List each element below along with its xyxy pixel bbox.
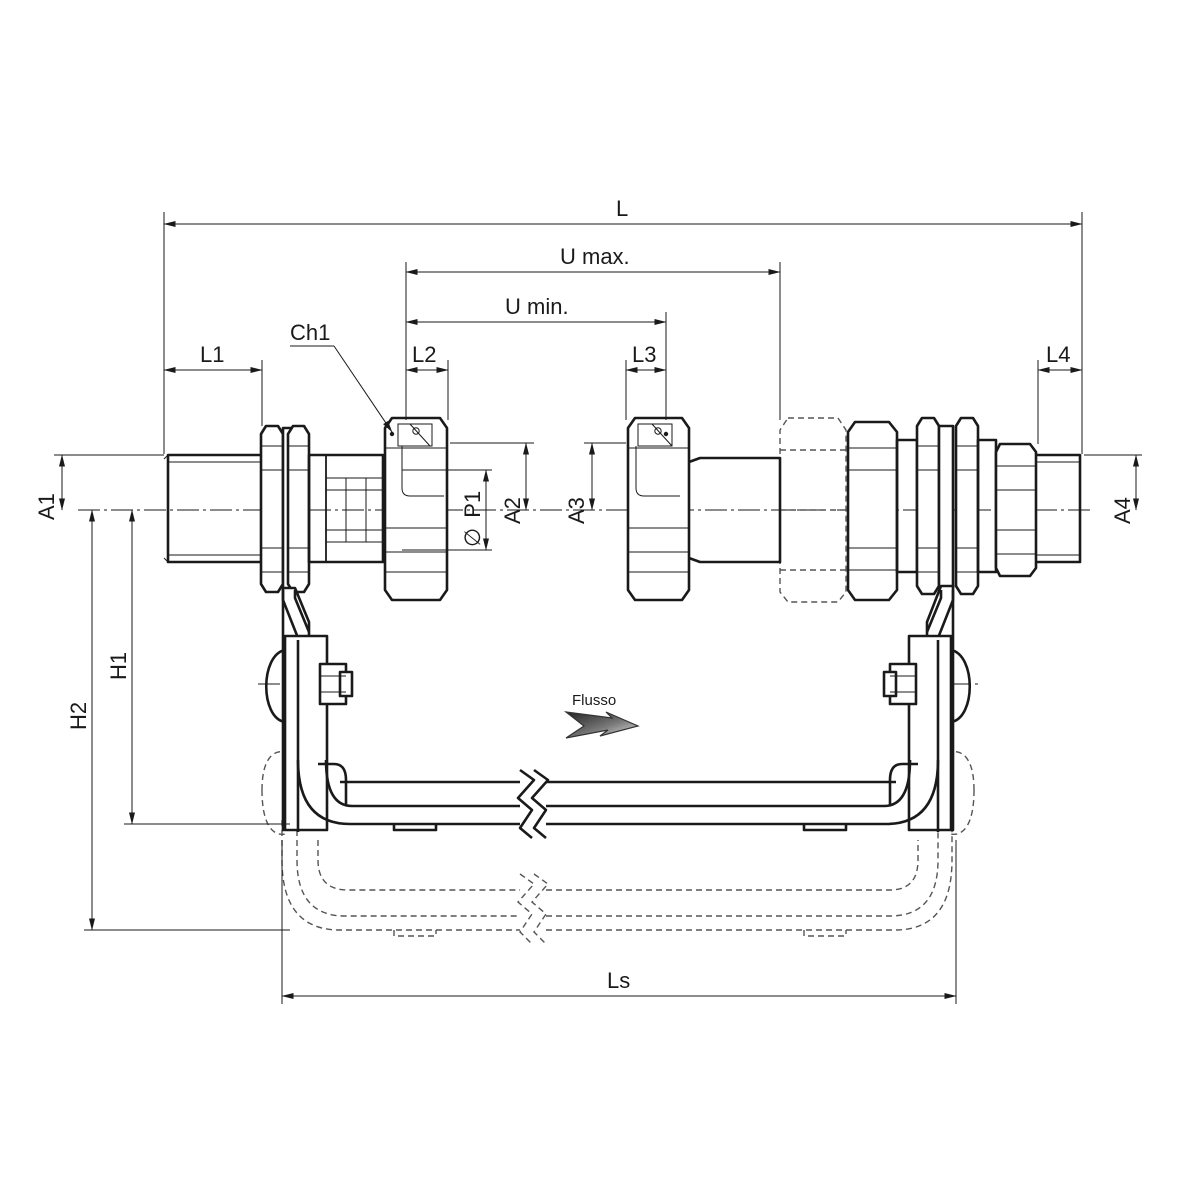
dim-label-U-min: U min.	[505, 294, 569, 319]
dim-label-A3: A3	[564, 497, 589, 524]
dim-label-P1: ∅ P1	[460, 491, 485, 547]
flow-label: Flusso	[572, 692, 616, 709]
dimensions: L U max. U min. L1 L2 L3 L4 Ch1 A1 A2 A	[34, 196, 1142, 1004]
dim-label-Ch1: Ch1	[290, 320, 330, 345]
dim-label-A1: A1	[34, 493, 59, 520]
support-bracket	[265, 584, 971, 839]
dim-label-L2: L2	[412, 342, 436, 367]
dim-label-H2: H2	[66, 702, 91, 730]
dim-label-H1: H1	[106, 652, 131, 680]
dim-label-L: L	[616, 196, 628, 221]
dim-label-P1-text: P1	[460, 491, 485, 518]
dim-label-Ls: Ls	[607, 968, 630, 993]
right-coupling	[626, 416, 1082, 602]
diameter-symbol: ∅	[460, 528, 485, 547]
dim-label-L1: L1	[200, 342, 224, 367]
dim-label-L3: L3	[632, 342, 656, 367]
dim-label-L4: L4	[1046, 342, 1070, 367]
flow-arrow: Flusso	[563, 692, 640, 739]
dim-label-U-max: U max.	[560, 244, 630, 269]
left-coupling	[163, 416, 449, 602]
dashed-alternate-position	[261, 417, 975, 945]
dim-label-A2: A2	[500, 497, 525, 524]
dim-label-A4: A4	[1110, 497, 1135, 524]
